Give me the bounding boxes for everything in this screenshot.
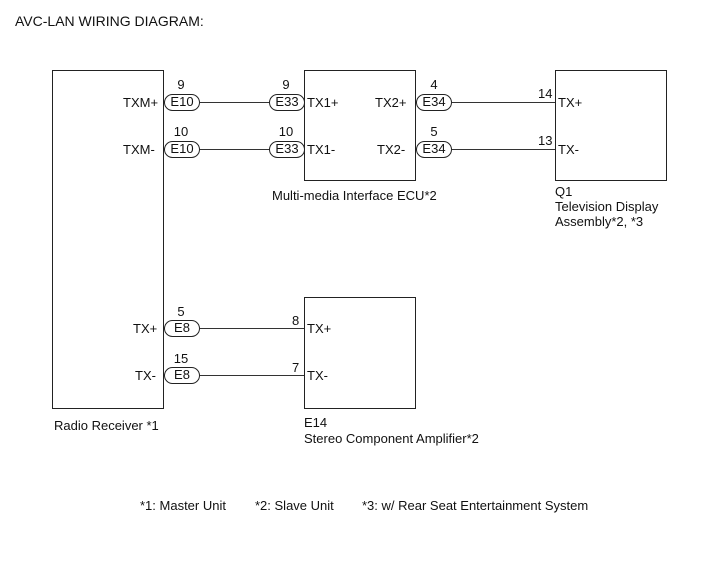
amplifier-box xyxy=(304,297,416,409)
terminal-label: TX2+ xyxy=(375,95,407,110)
mmi-ecu-label: Multi-media Interface ECU*2 xyxy=(272,188,437,203)
wire xyxy=(452,149,555,150)
diagram-title: AVC-LAN WIRING DIAGRAM: xyxy=(15,13,204,29)
amplifier-label: Stereo Component Amplifier*2 xyxy=(304,431,479,446)
radio-receiver-box xyxy=(52,70,164,409)
pin-number: 5 xyxy=(177,304,185,319)
pin-number: 9 xyxy=(177,77,185,92)
wire xyxy=(200,102,270,103)
connector-e10: E10 xyxy=(164,94,200,111)
wire xyxy=(452,102,555,103)
connector-e10: E10 xyxy=(164,141,200,158)
terminal-label: TX- xyxy=(307,368,328,383)
pin-number: 4 xyxy=(430,77,438,92)
pin-number: 9 xyxy=(282,77,290,92)
terminal-label: TXM+ xyxy=(123,95,159,110)
connector-e8: E8 xyxy=(164,367,200,384)
tv-display-code: Q1 xyxy=(555,184,573,199)
wire xyxy=(200,149,270,150)
terminal-label: TX+ xyxy=(558,95,583,110)
terminal-label: TXM- xyxy=(123,142,155,157)
tv-display-box xyxy=(555,70,667,181)
connector-e8: E8 xyxy=(164,320,200,337)
wire xyxy=(200,328,304,329)
terminal-label: TX- xyxy=(135,368,156,383)
terminal-label: TX2- xyxy=(377,142,406,157)
connector-e34: E34 xyxy=(416,141,452,158)
amplifier-code: E14 xyxy=(304,415,328,430)
mmi-ecu-box xyxy=(304,70,416,181)
radio-receiver-label: Radio Receiver *1 xyxy=(54,418,159,433)
tv-display-label-1: Television Display xyxy=(555,199,659,214)
pin-number: 15 xyxy=(173,351,189,366)
terminal-label: TX- xyxy=(558,142,579,157)
connector-e33: E33 xyxy=(269,94,305,111)
pin-number: 8 xyxy=(292,313,300,328)
connector-e34: E34 xyxy=(416,94,452,111)
pin-number: 13 xyxy=(538,133,553,148)
note-slave-unit: *2: Slave Unit xyxy=(255,498,334,513)
pin-number: 7 xyxy=(292,360,300,375)
terminal-label: TX+ xyxy=(133,321,158,336)
note-rear-seat: *3: w/ Rear Seat Entertainment System xyxy=(362,498,589,513)
tv-display-label-2: Assembly*2, *3 xyxy=(555,214,644,229)
pin-number: 10 xyxy=(173,124,189,139)
connector-e33: E33 xyxy=(269,141,305,158)
note-master-unit: *1: Master Unit xyxy=(140,498,226,513)
wire xyxy=(200,375,304,376)
terminal-label: TX+ xyxy=(307,321,332,336)
pin-number: 14 xyxy=(538,86,553,101)
pin-number: 10 xyxy=(278,124,294,139)
terminal-label: TX1- xyxy=(307,142,336,157)
pin-number: 5 xyxy=(430,124,438,139)
terminal-label: TX1+ xyxy=(307,95,339,110)
